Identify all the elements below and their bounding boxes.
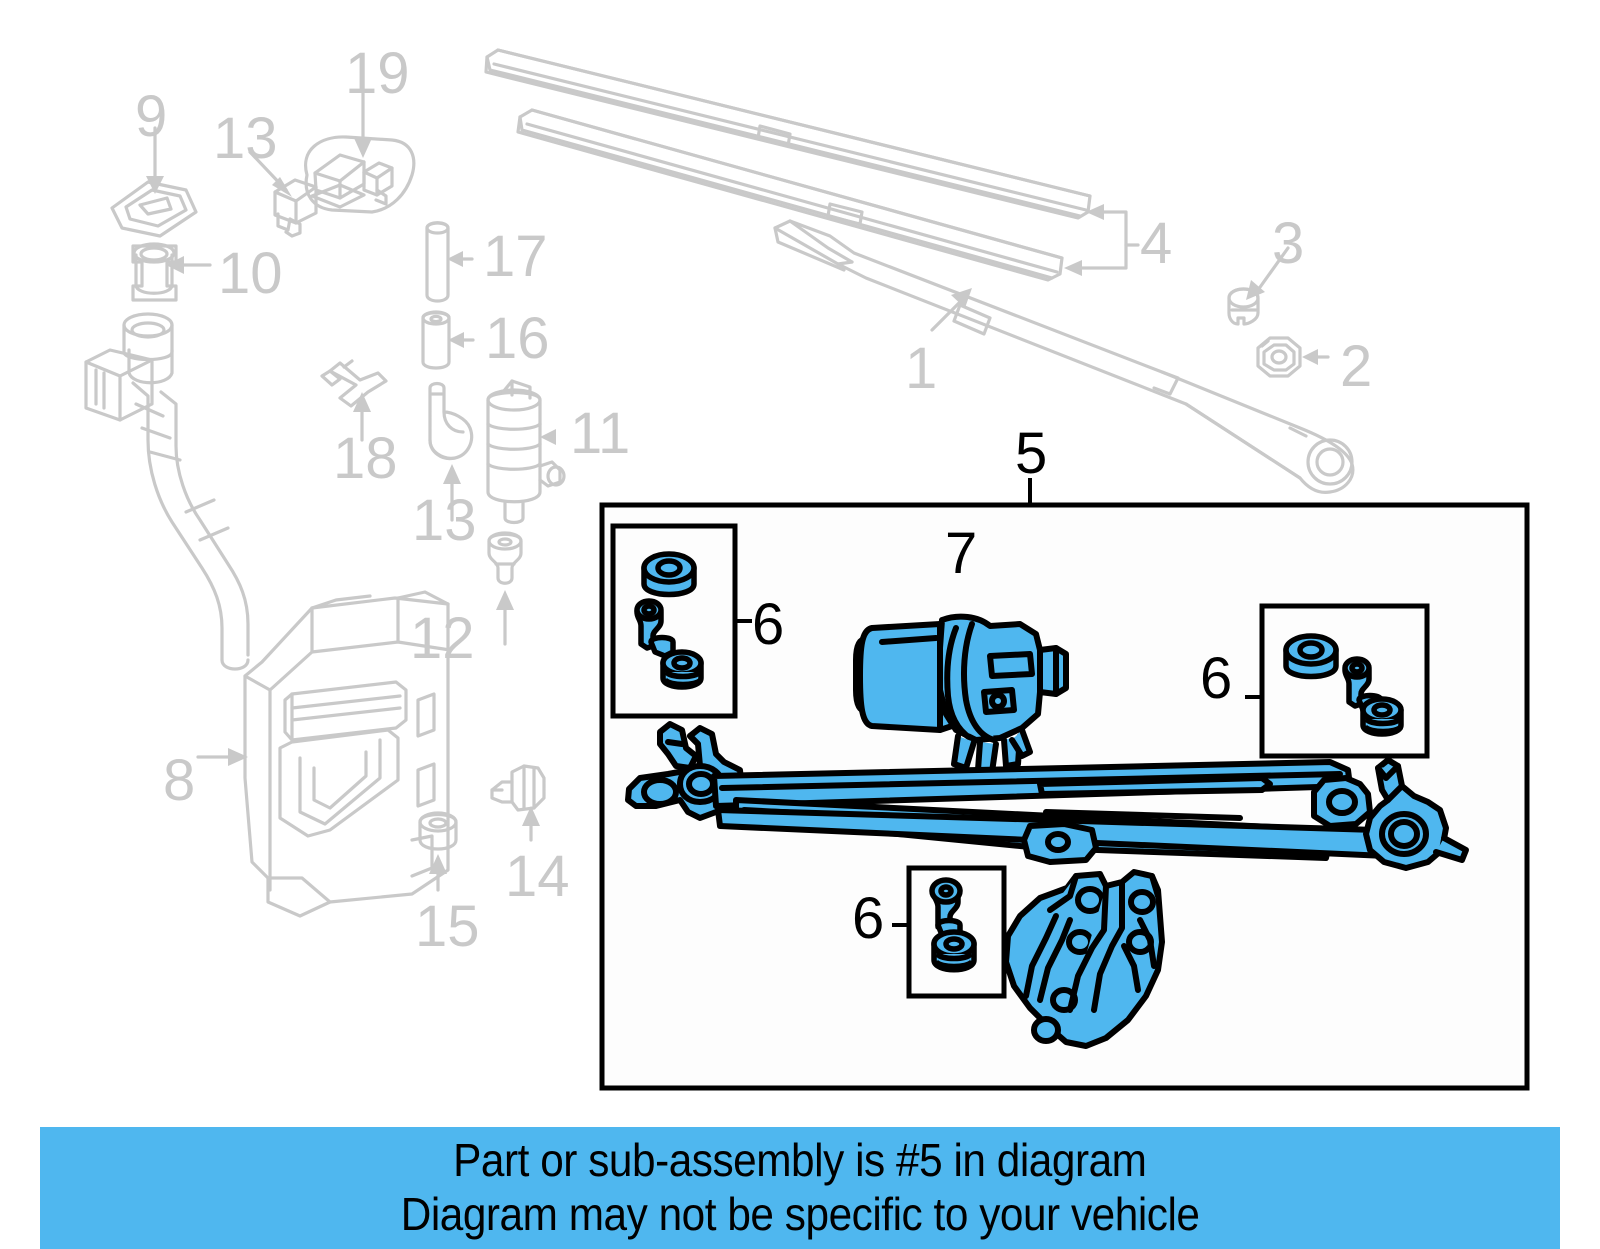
notice-line-2: Diagram may not be specific to your vehi… <box>400 1188 1200 1240</box>
callout-8-arrow <box>196 748 248 766</box>
callout-18-arrow <box>353 392 371 442</box>
callout-number-10: 10 <box>218 241 283 306</box>
callout-number-15: 15 <box>415 894 480 959</box>
notice-line-1: Part or sub-assembly is #5 in diagram <box>453 1134 1147 1187</box>
callout-number-3: 3 <box>1272 211 1305 276</box>
callout-number-6-bottom: 6 <box>852 886 885 951</box>
part-3-wiper-arm-cap <box>1227 287 1260 326</box>
part-12-pump-grommet <box>487 531 523 585</box>
callout-number-7: 7 <box>945 521 978 586</box>
callout-number-16: 16 <box>485 306 550 371</box>
part-13-hose-connector-lower <box>428 381 474 461</box>
callout-17-arrow <box>447 251 474 267</box>
callout-number-9: 9 <box>135 84 168 149</box>
part-8-filler-neck-and-hose <box>84 312 250 671</box>
inset-box-bushing-kit-bottom <box>892 865 1007 999</box>
part-19-washer-nozzle-heated <box>304 135 416 214</box>
part-5-wiper-transmission-linkage <box>625 721 1469 871</box>
callout-number-6-left: 6 <box>752 592 785 657</box>
callout-number-8: 8 <box>163 748 196 813</box>
dimmed-parts-group <box>84 48 1355 918</box>
callout-number-14: 14 <box>505 844 570 909</box>
callout-3-arrow <box>1246 246 1290 300</box>
callout-9-arrow <box>146 126 164 194</box>
callout-13-lower-arrow <box>443 464 461 522</box>
part-2-wiper-arm-nut <box>1256 336 1302 378</box>
inset-box-bushing-kit-left <box>610 523 752 719</box>
callout-16-arrow <box>448 332 475 348</box>
callout-number-13-lower: 13 <box>412 488 477 553</box>
part-10-nozzle-grommet <box>131 242 178 302</box>
callout-4-leader <box>1064 204 1140 276</box>
highlighted-parts-group <box>625 613 1469 1049</box>
callout-10-arrow <box>166 256 212 274</box>
callout-number-19: 19 <box>345 41 410 106</box>
callout-13-upper-arrow <box>248 150 292 197</box>
part-17-hose-union <box>425 221 450 303</box>
part-14-level-sensor <box>490 764 546 812</box>
part-18-tee-fitting <box>320 359 388 408</box>
callout-1-arrow <box>930 288 972 332</box>
part-1-wiper-arm <box>773 219 1355 494</box>
part-16-hose-coupling <box>421 310 451 370</box>
callout-15-arrow <box>429 854 447 892</box>
part-5-mounting-bracket <box>1003 869 1165 1049</box>
callout-number-1: 1 <box>905 336 938 401</box>
callout-number-4: 4 <box>1140 211 1173 276</box>
callout-number-18: 18 <box>333 426 398 491</box>
callout-number-2: 2 <box>1340 334 1373 399</box>
callout-number-11: 11 <box>570 401 631 466</box>
part-9-washer-nozzle <box>110 180 198 238</box>
callout-12-arrow <box>496 590 514 646</box>
inset-box-bushing-kit-right <box>1245 603 1430 759</box>
part-13-hose-connector-upper <box>273 178 318 238</box>
part-7-wiper-motor <box>853 613 1069 775</box>
part-8-washer-fluid-reservoir <box>243 590 452 918</box>
callout-number-13-upper: 13 <box>213 106 278 171</box>
callout-2-arrow <box>1302 349 1330 365</box>
part-15-sensor-grommet <box>418 811 458 851</box>
callout-number-12: 12 <box>410 606 475 671</box>
inset-boxes-group <box>610 523 1430 999</box>
callout-number-17: 17 <box>483 224 548 289</box>
part-4-wiper-blades <box>484 48 1092 282</box>
part-11-washer-pump <box>486 379 566 525</box>
callout-11-arrow <box>540 429 556 445</box>
notice-banner: Part or sub-assembly is #5 in diagram Di… <box>40 1127 1560 1249</box>
callout-number-5: 5 <box>1015 421 1048 486</box>
callout-number-6-right: 6 <box>1200 646 1233 711</box>
callout-19-arrow <box>354 90 372 158</box>
callout-14-arrow <box>522 806 540 842</box>
